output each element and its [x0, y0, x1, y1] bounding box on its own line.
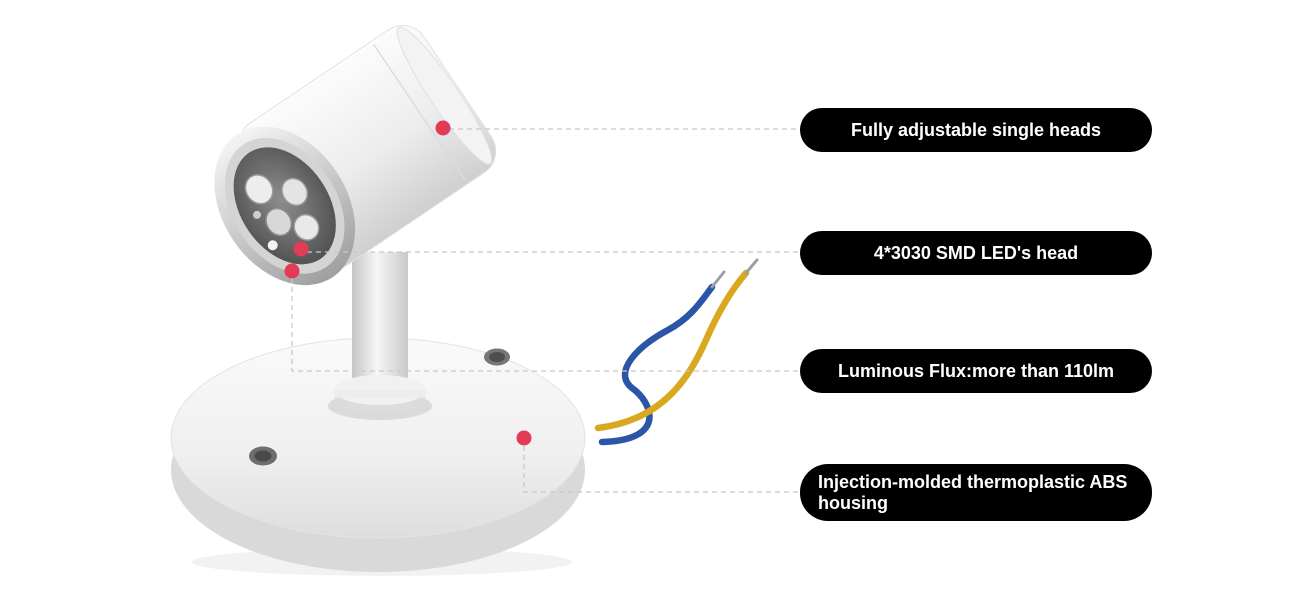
- lens: [214, 126, 356, 286]
- callout-dot: [516, 430, 532, 446]
- callout-line: [523, 446, 800, 493]
- wire-tip: [744, 258, 759, 275]
- base-plate: [170, 337, 586, 572]
- callout-line: [291, 278, 800, 372]
- led-chip: [244, 174, 320, 251]
- wire-yellow: [594, 269, 750, 432]
- callout-dot: [435, 120, 451, 136]
- mounting-stem: [328, 252, 432, 420]
- callout-dot: [284, 263, 300, 279]
- screw-hole: [249, 446, 277, 466]
- callout-label: 4*3030 SMD LED's head: [873, 242, 1079, 263]
- callout-label: Fully adjustable single heads: [850, 119, 1102, 140]
- callout-pill-adjustable-heads: Fully adjustable single heads: [800, 108, 1152, 152]
- callout-pill-abs-housing: Injection-molded thermoplastic ABS housi…: [800, 464, 1152, 521]
- callout-label: Luminous Flux:more than 110lm: [837, 360, 1115, 381]
- wire-tip: [710, 270, 726, 289]
- callout-pill-luminous-flux: Luminous Flux:more than 110lm: [800, 349, 1152, 393]
- callout-pill-smd-led-head: 4*3030 SMD LED's head: [800, 231, 1152, 275]
- callout-dot: [293, 241, 309, 257]
- light-head: [214, 25, 497, 286]
- screw-hole: [484, 348, 510, 366]
- callout-label: Injection-molded thermoplastic ABS housi…: [818, 472, 1128, 513]
